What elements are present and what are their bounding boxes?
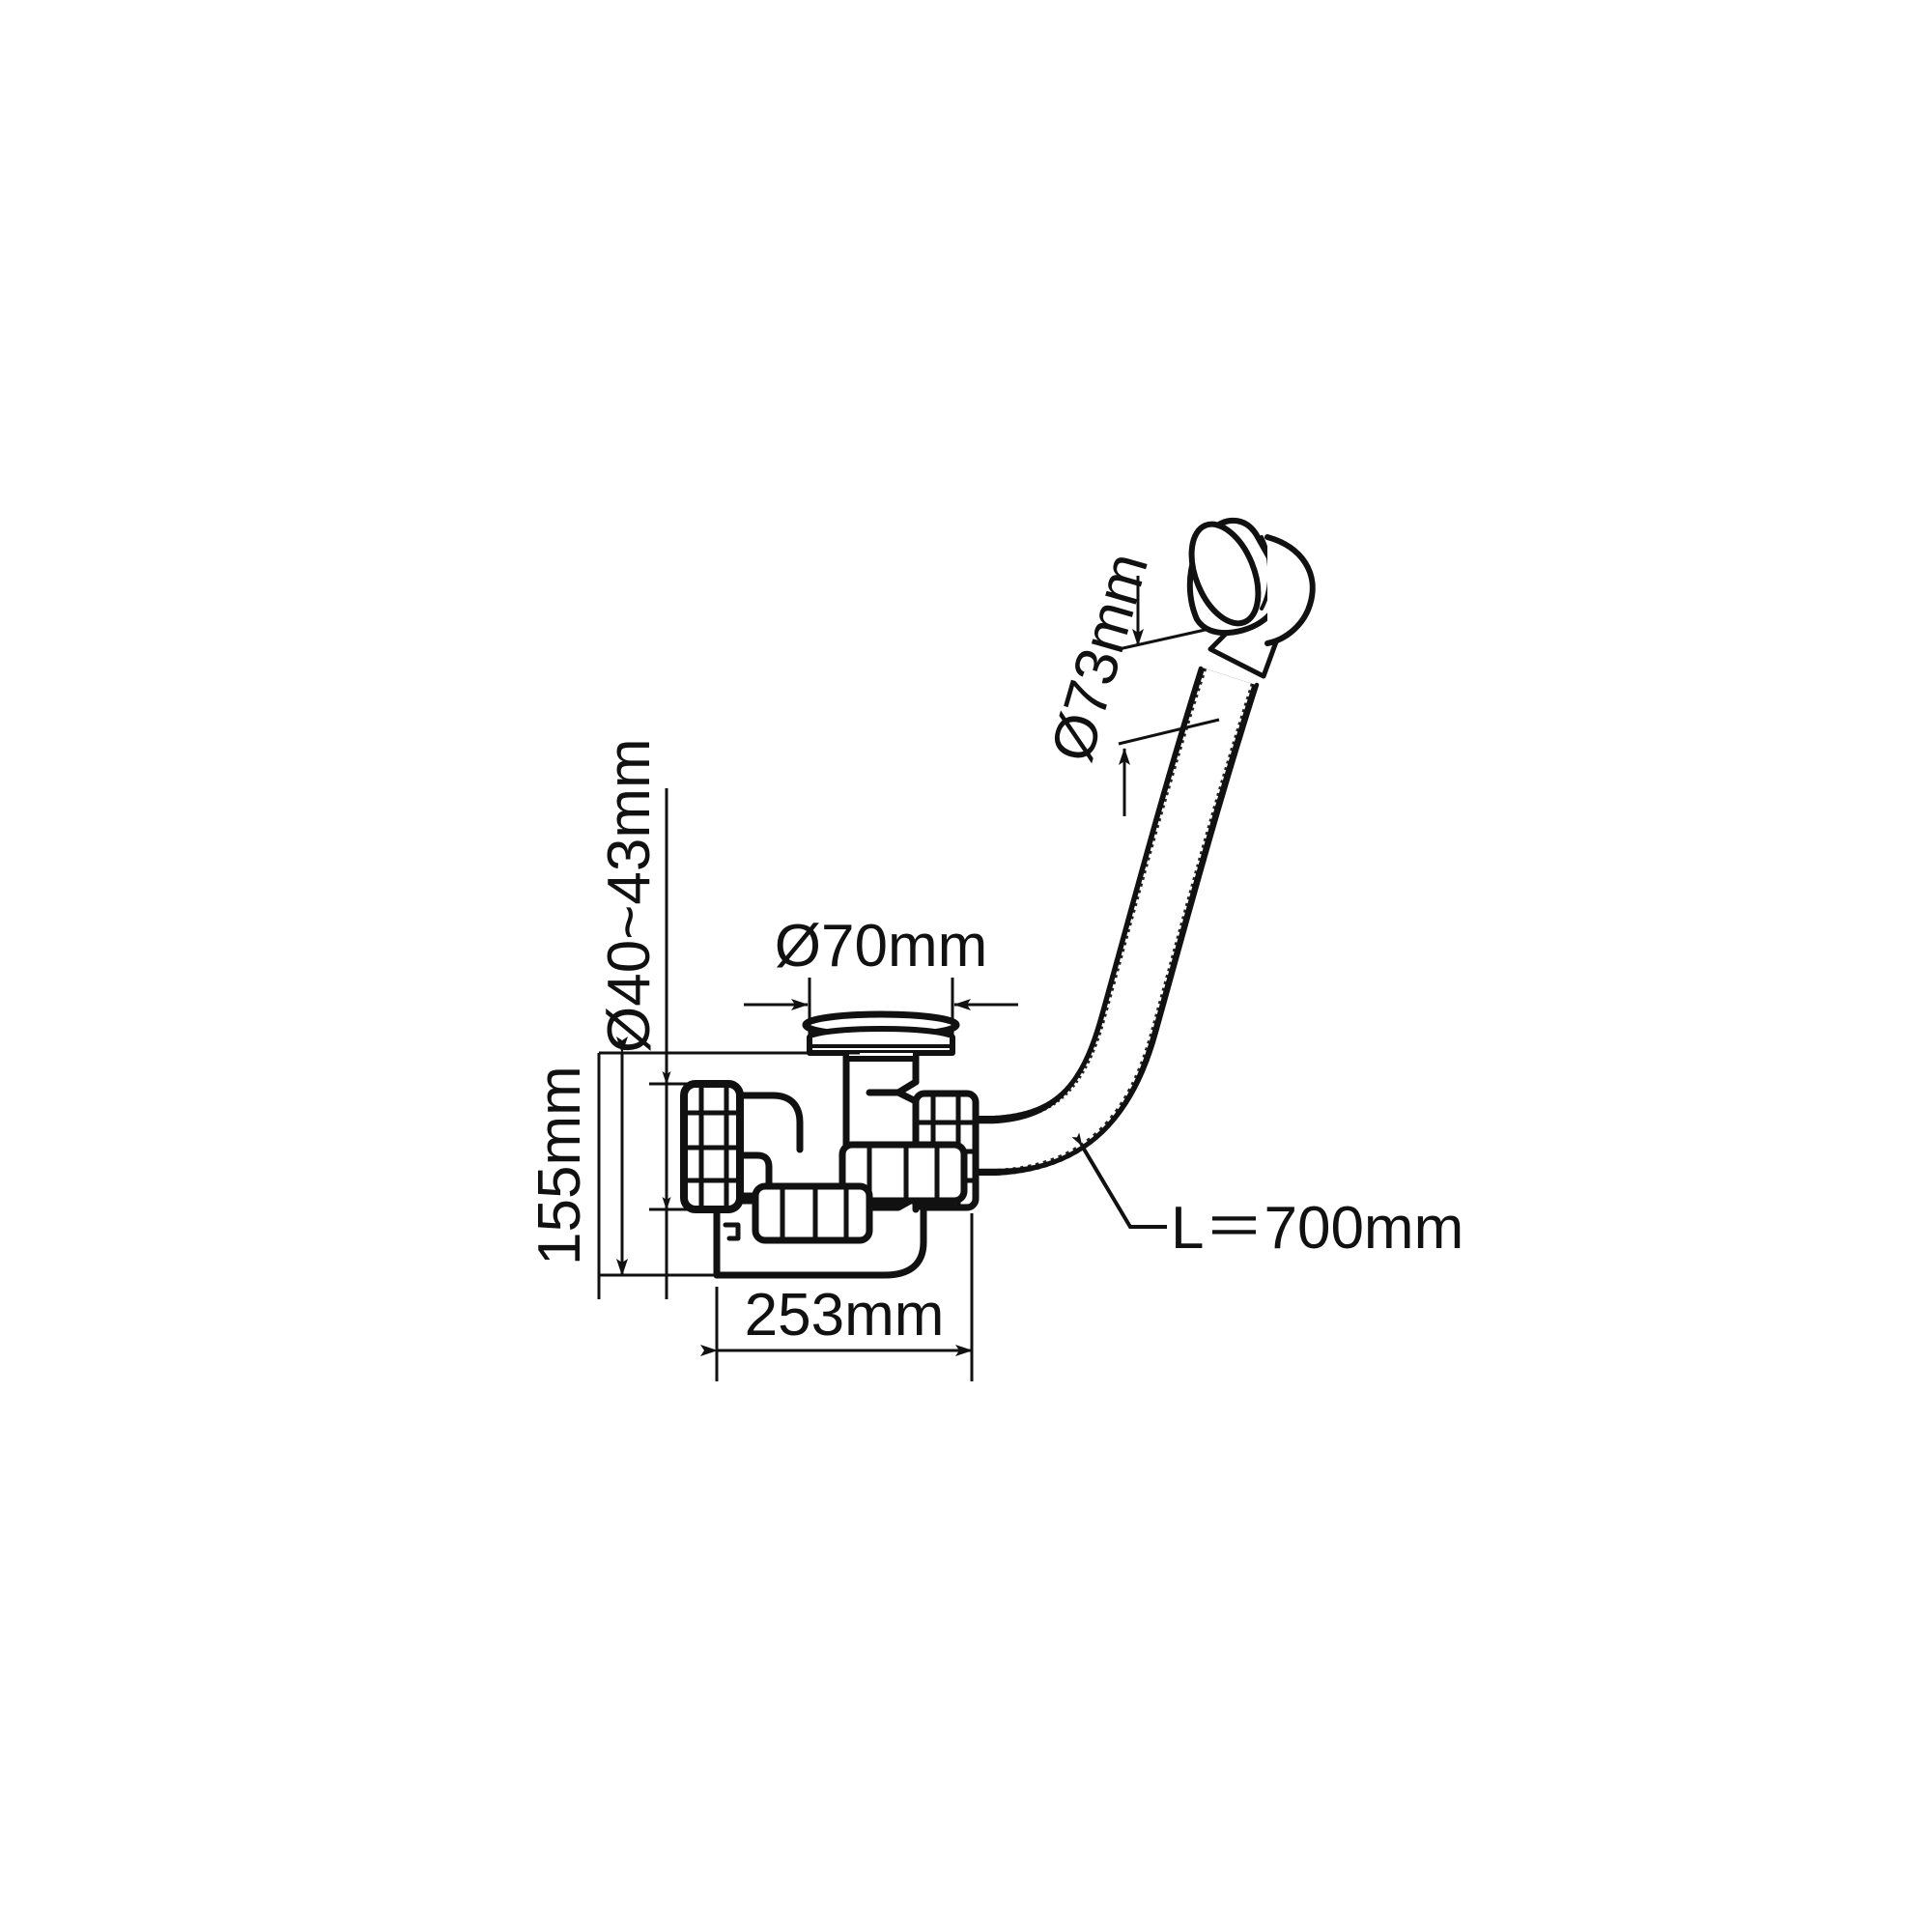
ext-line-73-lower	[1118, 718, 1220, 746]
overflow-cover-cap	[1186, 517, 1316, 679]
waste-flange	[802, 1010, 960, 1062]
waste-outlet-collar	[838, 1141, 968, 1205]
flexible-corrugated-hose	[963, 666, 1260, 1176]
overflow-elbow-collar	[752, 1182, 873, 1244]
dim-label-hose-length: L＝700mm	[1171, 1195, 1463, 1262]
dim-label-body-length: 253mm	[745, 1282, 945, 1349]
dim-label-waste-flange-diameter: Ø70mm	[775, 913, 987, 980]
overflow-access-nut	[680, 1080, 744, 1213]
dim-label-outlet-diameter: Ø40~43mm	[596, 738, 663, 1053]
dim-label-body-height: 155mm	[526, 1065, 593, 1265]
leader-line-hose-length	[1071, 1132, 1167, 1229]
